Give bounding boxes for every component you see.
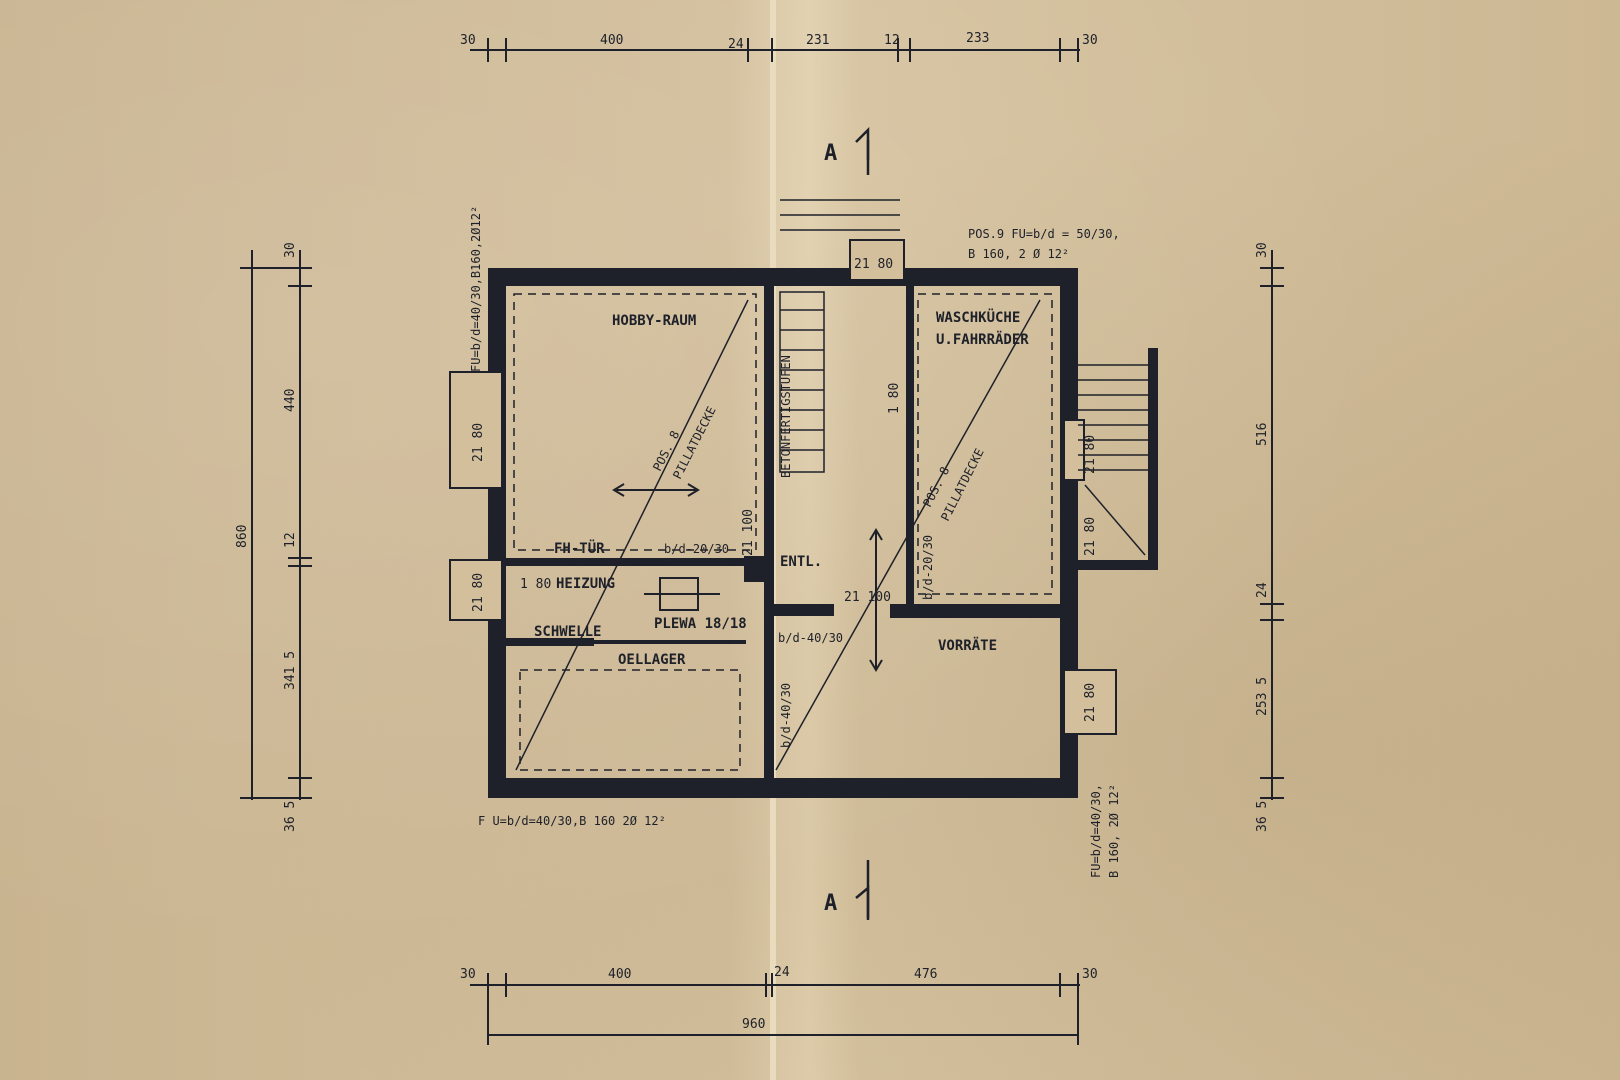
interior-stair	[779, 199, 900, 473]
dim-left-3: 341 5	[283, 651, 298, 690]
section-marker-bottom	[855, 860, 870, 920]
label-heizung: HEIZUNG	[556, 576, 615, 592]
dim-top-3: 231	[806, 33, 829, 48]
label-plewa: PLEWA 18/18	[654, 616, 747, 632]
window-bays	[449, 239, 1117, 735]
opening-label-9: 1 80	[520, 577, 551, 592]
dim-ticks-right	[1260, 267, 1284, 799]
annotation-fu-left: FU=b/d=40/30,B160,2Ø12²	[469, 206, 483, 372]
label-entl: ENTL.	[780, 554, 822, 570]
span-arrow	[612, 483, 700, 497]
dim-bottom-2: 24	[774, 965, 790, 980]
dim-right-3: 253 5	[1255, 677, 1270, 716]
annotation-pos9: POS.9 FU=b/d = 50/30,	[968, 227, 1120, 241]
section-label-top: A	[824, 141, 837, 166]
dim-top-6: 30	[1082, 33, 1098, 48]
annotation-bd-4030-a: b/d-40/30	[778, 631, 843, 645]
dim-bottom-1: 400	[608, 967, 631, 982]
annotation-fu-bottom: F U=b/d=40/30,B 160 2Ø 12²	[478, 814, 666, 828]
dashed-outlines	[513, 293, 1053, 771]
dim-ticks-left	[240, 267, 312, 799]
label-oellager: OELLAGER	[618, 652, 686, 668]
opening-label-5: 21 80	[1083, 517, 1098, 556]
section-marker-top	[855, 126, 870, 175]
dim-bottom-total: 960	[742, 1017, 765, 1032]
dim-bottom-3: 476	[914, 967, 937, 982]
annotation-bd-2030-b: b/d-20/30	[921, 535, 935, 600]
opening-label-2: 21 80	[471, 573, 486, 612]
dim-right-1: 516	[1255, 423, 1270, 446]
dim-left-total: 860	[235, 525, 250, 548]
opening-label-6: 21 80	[1083, 683, 1098, 722]
dim-top-2: 24	[728, 37, 744, 52]
label-fh-tuer: FH-TÜR	[554, 539, 605, 557]
dim-left-4: 36 5	[283, 801, 298, 832]
slab-diagonals	[515, 299, 1041, 771]
dim-ticks-bottom	[487, 973, 1079, 1045]
span-arrow-vertical	[869, 528, 883, 672]
exterior-stair	[1078, 348, 1158, 570]
dim-right-2: 24	[1255, 582, 1270, 598]
opening-label-7: 21 100	[741, 509, 756, 556]
opening-label-4: 21 80	[1083, 435, 1098, 474]
dim-top-4: 12	[884, 33, 900, 48]
opening-label-3: 21 80	[854, 257, 893, 272]
dim-top-5: 233	[966, 31, 989, 46]
opening-label-10: 1 80	[887, 383, 902, 414]
label-waschkueche: WASCHKÜCHE	[936, 308, 1020, 326]
label-betonfertigstufen: BETONFERTIGSTUFEN	[779, 355, 793, 478]
dim-top-0: 30	[460, 33, 476, 48]
section-label-bottom: A	[824, 891, 837, 916]
label-vorraete: VORRÄTE	[938, 637, 997, 654]
opening-label-8: 21 100	[844, 590, 891, 605]
dim-right-4: 36 5	[1255, 801, 1270, 832]
interior-walls	[506, 286, 1060, 778]
annotation-pillatdecke-b: PILLATDECKE	[938, 446, 987, 523]
dim-bottom-0: 30	[460, 967, 476, 982]
dim-left-0: 30	[283, 242, 298, 258]
annotation-pos9-b: B 160, 2 Ø 12²	[968, 247, 1069, 261]
label-schwelle: SCHWELLE	[534, 624, 601, 640]
label-hobby-raum: HOBBY-RAUM	[612, 313, 696, 329]
annotation-bd-4030-b: b/d-40/30	[779, 683, 793, 748]
annotation-fu-right-2: B 160, 2Ø 12²	[1107, 784, 1121, 878]
dim-top-1: 400	[600, 33, 623, 48]
annotation-bd-2030-a: b/d-20/30	[664, 542, 729, 556]
label-fahrraeder: U.FAHRRÄDER	[936, 331, 1029, 348]
dim-right-0: 30	[1255, 242, 1270, 258]
dim-left-2: 12	[283, 532, 298, 548]
dim-bottom-4: 30	[1082, 967, 1098, 982]
annotation-fu-right-1: FU=b/d=40/30,	[1089, 784, 1103, 878]
opening-label-1: 21 80	[471, 423, 486, 462]
heater-symbol	[644, 577, 720, 611]
dim-left-1: 440	[283, 389, 298, 412]
dim-ticks-top	[487, 38, 1079, 62]
